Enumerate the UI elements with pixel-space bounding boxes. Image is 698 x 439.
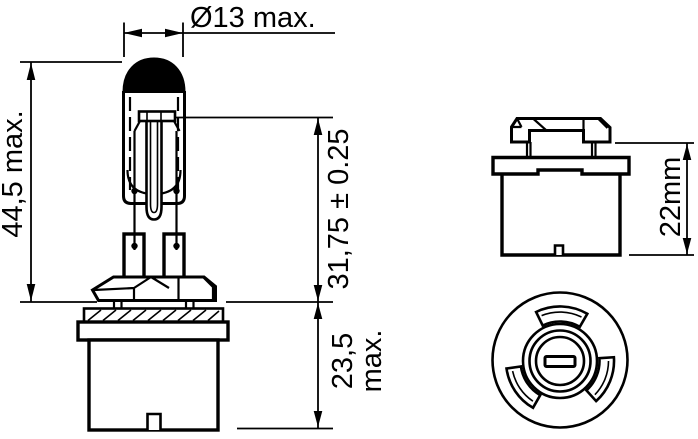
dim-diameter-extension-lines	[123, 22, 184, 57]
exhaust-tube-inner	[149, 121, 159, 214]
bayonet-tab-right	[584, 355, 616, 403]
dim-lcl-extension-lines	[176, 116, 333, 303]
tab-stems	[112, 300, 195, 309]
base-body-side	[500, 174, 622, 257]
arrowhead-down	[682, 238, 692, 254]
side-view-base	[491, 117, 631, 257]
bayonet-tab-top-inner-line	[541, 311, 582, 318]
inner-wall-lines	[128, 97, 180, 190]
exhaust-tube	[145, 121, 163, 221]
dim-overall-height-label: 44,5 max.	[0, 110, 29, 237]
bayonet-tab-left-inner-line	[511, 370, 534, 402]
filament-shield-ticks	[146, 112, 162, 121]
tab-stems-side	[525, 142, 597, 158]
front-view	[76, 57, 230, 432]
dim-side-height: 22mm	[615, 142, 694, 256]
terminal-slot	[543, 355, 577, 368]
arrowhead-right	[165, 28, 183, 38]
lead-bead	[173, 187, 180, 195]
bayonet-tab-right-inner-line	[594, 360, 610, 396]
dim-overall-height: 44,5 max.	[0, 61, 122, 303]
support-braces	[133, 120, 181, 132]
base-notch-side	[553, 244, 565, 255]
dim-side-height-label: 22mm	[655, 157, 687, 238]
bottom-view-base	[491, 291, 629, 429]
arrowhead-down	[313, 285, 323, 301]
filament-shield	[137, 110, 177, 123]
base-flange-side	[491, 155, 631, 176]
lead-bead	[131, 187, 138, 195]
dim-base-height-label: 23,5	[327, 333, 359, 389]
dim-diameter: Ø13 max.	[123, 2, 335, 57]
bayonet-tab-front	[90, 275, 217, 302]
arrowhead-up	[313, 118, 323, 135]
dim-base-height: 23,5 max.	[237, 302, 388, 430]
base-flange	[76, 320, 230, 342]
bayonet-tab-side	[510, 117, 612, 144]
bayonet-tab-side-facets	[511, 117, 609, 132]
lead-bead	[131, 242, 138, 250]
gasket-hatching	[87, 309, 220, 322]
lead-bead	[173, 242, 180, 250]
arrowhead-up	[26, 63, 36, 80]
arrowhead-up	[313, 303, 323, 319]
dim-diameter-label: Ø13 max.	[190, 2, 316, 34]
base-notch	[146, 412, 162, 430]
bulb-dome	[122, 57, 186, 93]
arrowhead-up	[682, 144, 692, 160]
dim-side-extension-lines	[615, 142, 694, 256]
bayonet-tab-facets	[93, 276, 215, 300]
dim-base-height-unit-label: max.	[356, 330, 388, 393]
dim-light-center-length: 31,75 ± 0.25	[176, 116, 355, 303]
arrowhead-left	[124, 28, 142, 38]
dim-light-center-label: 31,75 ± 0.25	[323, 128, 355, 289]
arrowhead-down	[313, 411, 323, 427]
arrowhead-down	[26, 284, 36, 301]
pinch-post-right	[162, 232, 186, 280]
bayonet-tab-top	[534, 305, 590, 329]
dim-overall-extension-lines	[20, 61, 122, 303]
